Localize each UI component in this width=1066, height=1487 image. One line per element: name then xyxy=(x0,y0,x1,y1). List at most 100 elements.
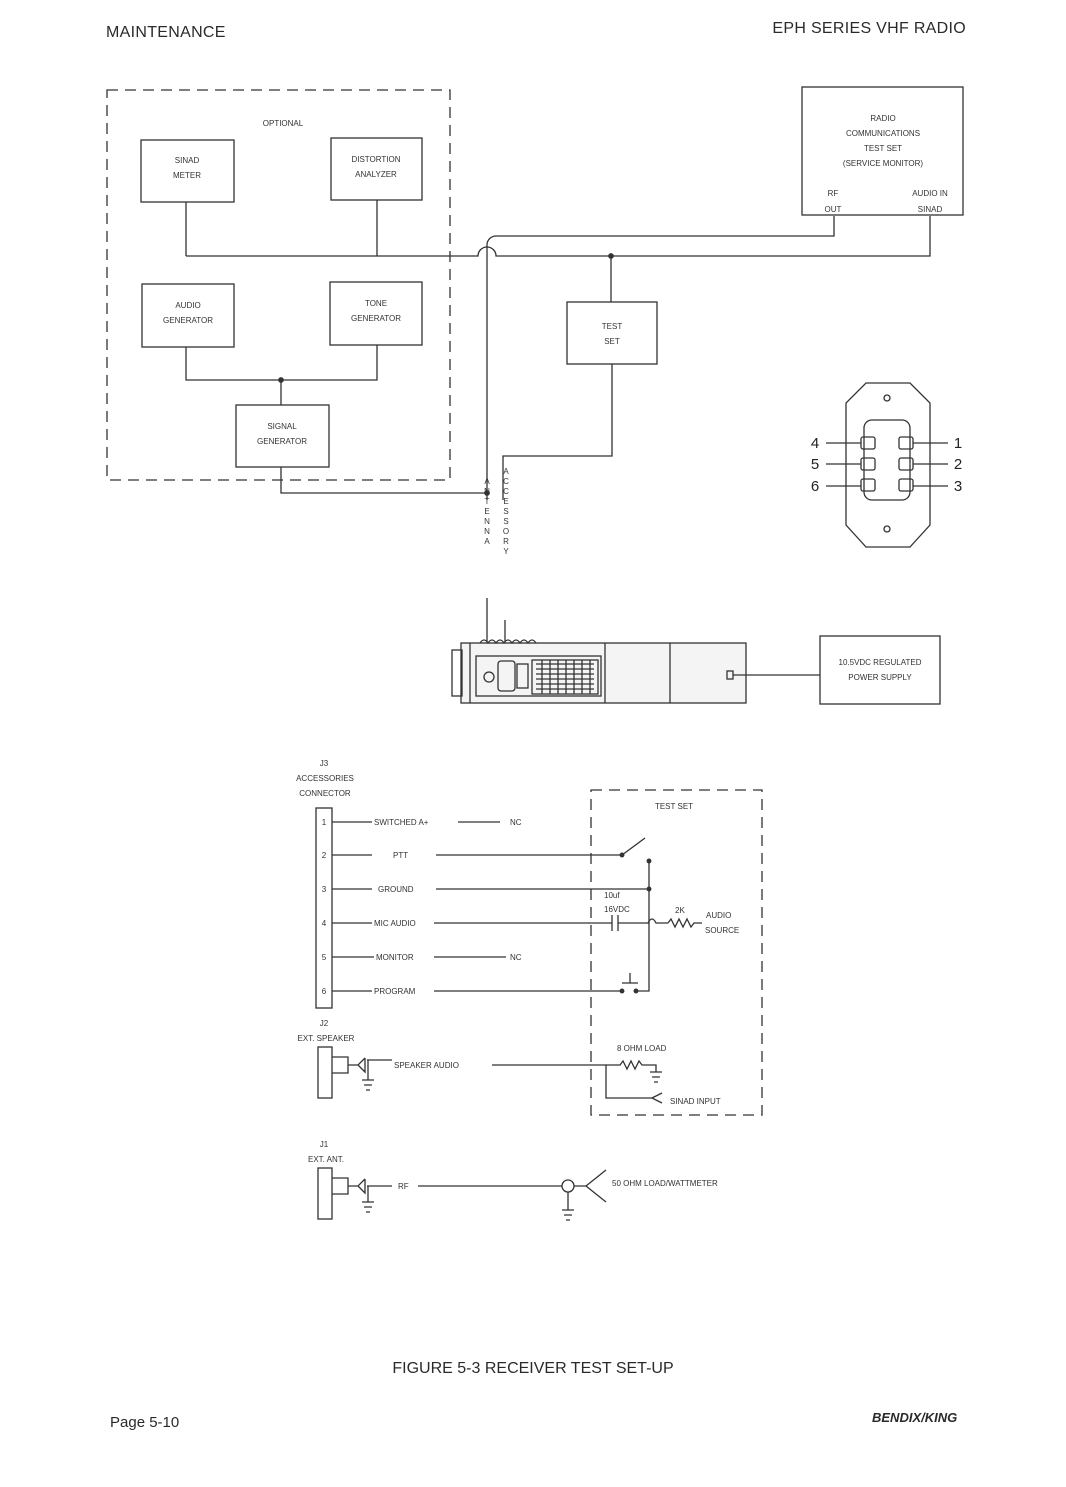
svg-text:4: 4 xyxy=(322,919,327,928)
j3-label-2: ACCESSORIES xyxy=(296,774,354,783)
audio-generator-label-2: GENERATOR xyxy=(163,316,213,325)
capacitor-label-2: 16VDC xyxy=(604,905,630,914)
sinad-meter-box xyxy=(140,139,235,203)
service-monitor-box xyxy=(801,86,964,216)
svg-text:1: 1 xyxy=(322,818,327,827)
svg-text:MONITOR: MONITOR xyxy=(376,953,414,962)
resistor-label: 2K xyxy=(675,906,685,915)
audio-in-label-2: SINAD xyxy=(918,205,943,214)
program-switch xyxy=(622,973,638,984)
pin-2-label: 2 xyxy=(954,456,962,473)
sinad-meter-label-2: METER xyxy=(173,171,201,180)
capacitor-label-1: 10uf xyxy=(604,891,620,900)
rf-out-wire xyxy=(486,216,835,493)
pin-5-label: 5 xyxy=(811,456,819,473)
j1-label-1: J1 xyxy=(320,1140,329,1149)
j2-label-1: J2 xyxy=(320,1019,329,1028)
sinad-input-label: SINAD INPUT xyxy=(670,1097,721,1106)
bnc-load-symbol xyxy=(561,1169,607,1221)
audio-in-label-1: AUDIO IN xyxy=(912,189,948,198)
radio-unit xyxy=(451,639,747,704)
sinad-meter-label-1: SINAD xyxy=(175,156,200,165)
tone-generator-label-1: TONE xyxy=(365,299,387,308)
distortion-analyzer-label-1: DISTORTION xyxy=(351,155,400,164)
optional-equipment-box xyxy=(106,89,451,481)
nc-label-1: NC xyxy=(510,818,522,827)
j3-label-1: J3 xyxy=(320,759,329,768)
svg-text:SWITCHED A+: SWITCHED A+ xyxy=(374,818,429,827)
svg-text:MIC AUDIO: MIC AUDIO xyxy=(374,919,416,928)
rf-label: RF xyxy=(398,1182,409,1191)
optional-label: OPTIONAL xyxy=(263,119,304,128)
load-8ohm-resistor xyxy=(606,1059,662,1083)
test-set-box xyxy=(566,301,658,365)
load-8ohm-label: 8 OHM LOAD xyxy=(617,1044,667,1053)
j2-label-2: EXT. SPEAKER xyxy=(298,1034,355,1043)
test-set-label-1: TEST xyxy=(602,322,623,331)
service-monitor-label-1: RADIO xyxy=(870,114,895,123)
speaker-audio-wire xyxy=(492,1064,652,1099)
signal-generator-label-2: GENERATOR xyxy=(257,437,307,446)
speaker-audio-label: SPEAKER AUDIO xyxy=(394,1061,459,1070)
j3-pin-labels: 1 2 3 4 5 6 xyxy=(322,818,327,996)
service-monitor-label-4: (SERVICE MONITOR) xyxy=(843,159,923,168)
svg-text:PTT: PTT xyxy=(393,851,408,860)
tone-generator-box xyxy=(329,281,423,346)
j1-jack-symbol xyxy=(317,1167,392,1220)
figure-caption: FIGURE 5-3 RECEIVER TEST SET-UP xyxy=(392,1360,674,1377)
audio-source-label-1: AUDIO xyxy=(706,911,731,920)
header-document-title: EPH SERIES VHF RADIO xyxy=(772,20,966,37)
signal-generator-out-wire xyxy=(280,467,488,494)
power-supply-box xyxy=(819,635,941,705)
j3-label-3: CONNECTOR xyxy=(299,789,351,798)
audio-bus-wire xyxy=(186,216,931,257)
power-supply-label-2: POWER SUPPLY xyxy=(848,673,912,682)
ptt-switch xyxy=(621,837,646,856)
audio-source-label-2: SOURCE xyxy=(705,926,739,935)
service-monitor-label-2: COMMUNICATIONS xyxy=(846,129,920,138)
nc-label-2: NC xyxy=(510,953,522,962)
tone-generator-label-2: GENERATOR xyxy=(351,314,401,323)
load-50ohm-label: 50 OHM LOAD/WATTMETER xyxy=(612,1179,718,1188)
accessory-label: ACCESSORY xyxy=(502,467,511,557)
j3-connector-body xyxy=(315,807,333,1009)
audio-generator-box xyxy=(141,283,235,348)
pin-6-label: 6 xyxy=(811,478,819,495)
signal-generator-box xyxy=(235,404,330,468)
svg-text:3: 3 xyxy=(322,885,327,894)
test-set-bottom-label: TEST SET xyxy=(655,802,693,811)
distortion-analyzer-label-2: ANALYZER xyxy=(355,170,397,179)
pin-4-label: 4 xyxy=(811,435,819,452)
test-set-label-2: SET xyxy=(604,337,620,346)
service-monitor-label-3: TEST SET xyxy=(864,144,902,153)
pin-3-label: 3 xyxy=(954,478,962,495)
rf-out-label-2: OUT xyxy=(825,205,842,214)
ptt-ground-wire xyxy=(636,861,650,992)
svg-text:2: 2 xyxy=(322,851,327,860)
page-number: Page 5-10 xyxy=(110,1414,180,1431)
svg-text:6: 6 xyxy=(322,987,327,996)
generators-join-wire xyxy=(185,345,378,381)
junction-dot xyxy=(278,377,284,383)
sinad-input-arrow xyxy=(651,1092,663,1104)
audio-generator-label-1: AUDIO xyxy=(175,301,200,310)
brand-logo-text: BENDIX/KING xyxy=(872,1410,958,1425)
resistor-symbol xyxy=(667,917,702,929)
antenna-label: ANTENNA xyxy=(483,477,492,547)
distortion-analyzer-box xyxy=(330,137,423,201)
j2-jack-symbol xyxy=(317,1046,392,1099)
rf-out-label-1: RF xyxy=(828,189,839,198)
power-supply-label-1: 10.5VDC REGULATED xyxy=(839,658,922,667)
header-section-title: MAINTENANCE xyxy=(106,24,226,41)
accessory-wire xyxy=(502,364,613,500)
svg-text:PROGRAM: PROGRAM xyxy=(374,987,416,996)
svg-text:GROUND: GROUND xyxy=(378,885,414,894)
six-pin-connector xyxy=(826,382,948,548)
signal-labels: SWITCHED A+ PTT GROUND MIC AUDIO MONITOR… xyxy=(374,818,429,996)
capacitor-symbol xyxy=(611,915,668,931)
pin-1-label: 1 xyxy=(954,435,962,452)
svg-text:5: 5 xyxy=(322,953,327,962)
test-set-dashed-box xyxy=(590,789,763,1116)
j1-label-2: EXT. ANT. xyxy=(308,1155,344,1164)
signal-generator-label-1: SIGNAL xyxy=(267,422,297,431)
